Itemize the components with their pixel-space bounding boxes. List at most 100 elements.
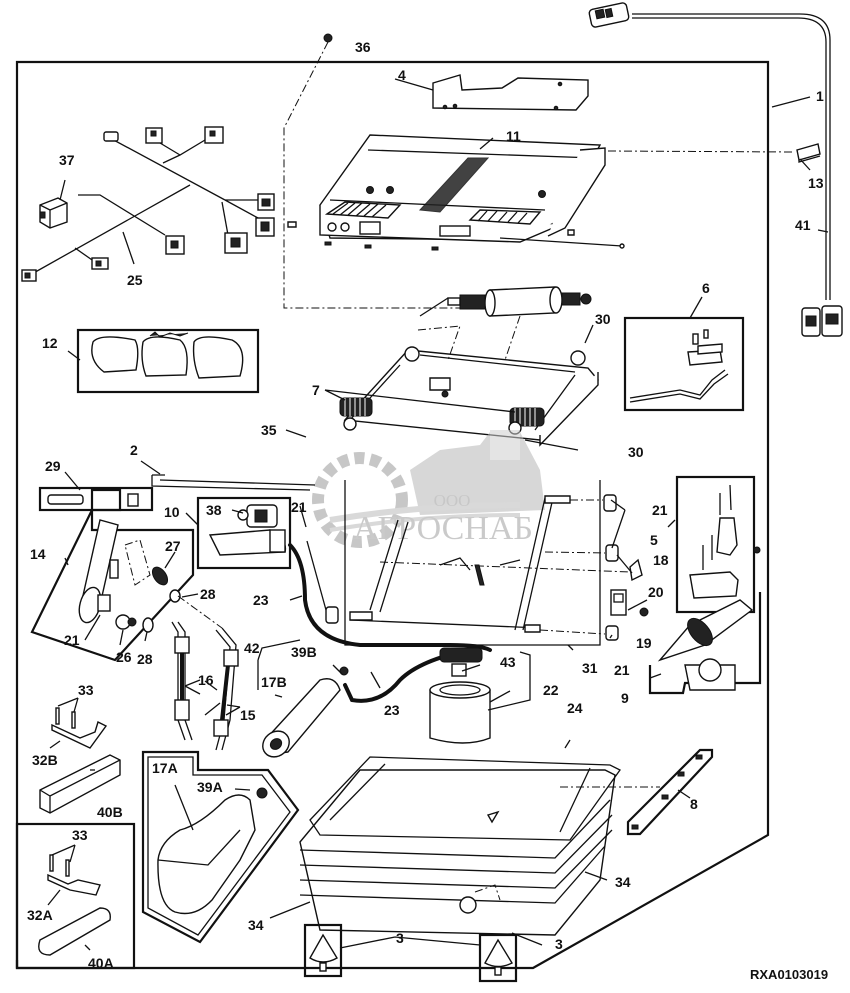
callout-21a: 21 [652, 502, 668, 518]
callout-25: 25 [127, 272, 143, 288]
callout-33b: 33 [72, 827, 88, 843]
cable-harness-41 [588, 2, 843, 337]
callout-9: 9 [621, 690, 629, 706]
hose-16 [171, 621, 193, 741]
callout-16: 16 [198, 672, 214, 688]
wiring-harness-25 [21, 126, 275, 282]
callout-21c: 21 [614, 662, 630, 678]
hose-15 [213, 627, 239, 751]
box-14 [30, 509, 195, 662]
connector-f [224, 232, 248, 254]
box-5 [675, 475, 761, 614]
callout-1: 1 [816, 88, 824, 104]
reservoir-17b [262, 666, 349, 758]
callout-21b: 21 [291, 499, 307, 515]
callout-32a: 32A [27, 907, 53, 923]
callout-33a: 33 [78, 682, 94, 698]
fitting-27 [151, 566, 169, 586]
leader-dash-13 [607, 150, 796, 153]
callout-30b: 30 [628, 444, 644, 460]
callout-2: 2 [130, 442, 138, 458]
spring-right [509, 407, 545, 427]
harvester-logo-icon [329, 430, 545, 532]
callout-41: 41 [795, 217, 811, 233]
connector-e [255, 217, 275, 237]
callout-20: 20 [648, 584, 664, 600]
callout-34a: 34 [248, 917, 264, 933]
callout-31: 31 [582, 660, 598, 676]
connector-b [145, 127, 163, 144]
callout-21d: 21 [64, 632, 80, 648]
callout-42: 42 [244, 640, 260, 656]
callout-14: 14 [30, 546, 46, 562]
plate-4 [432, 74, 589, 111]
callout-34b: 34 [615, 874, 631, 890]
callout-40a: 40A [88, 955, 114, 971]
callout-12: 12 [42, 335, 58, 351]
callout-29: 29 [45, 458, 61, 474]
bracket-42 [257, 639, 301, 690]
callout-17b: 17B [261, 674, 287, 690]
hatched-pad [324, 201, 542, 225]
hose-23 [288, 543, 492, 703]
connector-c [204, 126, 224, 144]
leader-dash-28 [177, 595, 223, 629]
bolt-36 [283, 33, 470, 309]
callout-24: 24 [567, 700, 583, 716]
callout-7: 7 [312, 382, 320, 398]
air-cylinder [419, 286, 592, 317]
callout-18: 18 [653, 552, 669, 568]
connector-plug-bottom [801, 305, 843, 337]
callout-37: 37 [59, 152, 75, 168]
callout-39a: 39A [197, 779, 223, 795]
callout-23b: 23 [384, 702, 400, 718]
watermark-prefix: ООО [434, 491, 471, 510]
callout-3a: 3 [396, 930, 404, 946]
watermark-name: АГРОСНАБ [353, 510, 533, 547]
callout-19: 19 [636, 635, 652, 651]
callout-32b: 32B [32, 752, 58, 768]
callout-5: 5 [650, 532, 658, 548]
callout-39b: 39B [291, 644, 317, 660]
connector-i [21, 269, 37, 282]
callout-28a: 28 [200, 586, 216, 602]
callout-43: 43 [500, 654, 516, 670]
callout-15: 15 [240, 707, 256, 723]
strip-8 [626, 748, 714, 836]
connector-a [103, 131, 119, 142]
spring-assembly-9 [648, 592, 762, 695]
callout-10: 10 [164, 504, 180, 520]
callout-35: 35 [261, 422, 277, 438]
tee-fitting-43 [439, 647, 483, 677]
callout-17a: 17A [152, 760, 178, 776]
connector-g [165, 235, 185, 255]
relay-37 [39, 197, 68, 229]
callout-13: 13 [808, 175, 824, 191]
o-ring-28a [169, 589, 181, 603]
callout-labels: 1 2 3 3 4 5 6 7 8 9 10 11 12 13 14 15 16… [27, 39, 824, 971]
bracket-32b [51, 707, 108, 749]
callout-3b: 3 [555, 936, 563, 952]
block-20 [610, 589, 627, 616]
callout-26: 26 [116, 649, 132, 665]
scissor-frame-31 [344, 480, 631, 646]
bracket-29 [38, 486, 154, 512]
box-32a-40a [15, 822, 136, 970]
box-6 [623, 316, 745, 412]
callout-8: 8 [690, 796, 698, 812]
connector-plug-top [588, 2, 630, 28]
bushing-21-c [605, 625, 619, 641]
box-12 [76, 328, 260, 394]
callout-38: 38 [206, 502, 222, 518]
bushing-21-left [325, 606, 339, 624]
air-filter-22 [429, 681, 491, 744]
callout-27: 27 [165, 538, 181, 554]
callout-4: 4 [398, 67, 406, 83]
bump-stop-3-left [303, 923, 343, 978]
cam-18 [629, 558, 643, 582]
callout-30a: 30 [595, 311, 611, 327]
bump-stop-3-right [478, 933, 518, 983]
suspension-frame [339, 315, 599, 447]
spring-left [339, 397, 373, 417]
